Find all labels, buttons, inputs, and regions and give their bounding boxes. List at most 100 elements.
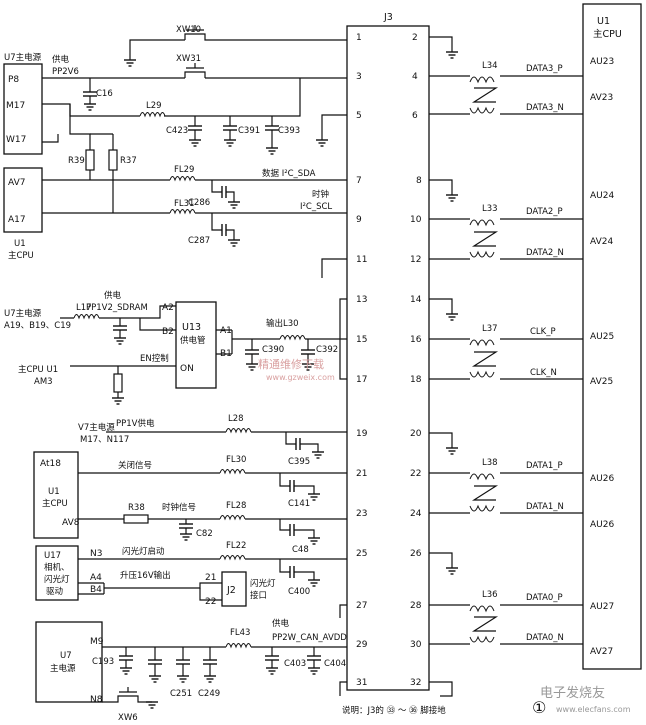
u17-line-3: 闪光灯: [44, 574, 70, 585]
inductor-l34: L34: [482, 61, 498, 71]
inductor-l38: L38: [482, 458, 498, 468]
u17-pin-a4: A4: [90, 573, 102, 583]
signal-i2c-scl: I²C_SCL: [300, 202, 332, 212]
u13-en-label: EN控制: [140, 353, 169, 364]
j3-pin-28: 28: [410, 601, 422, 611]
u13-pin-a1: A1: [220, 326, 232, 336]
cpu-pin-av23: AV23: [590, 93, 613, 103]
u13-cpu-line2: AM3: [34, 377, 53, 387]
signal-data0-p: DATA0_P: [526, 593, 563, 603]
j3-pin-24: 24: [410, 509, 422, 519]
u1-mid-title: U1: [48, 487, 60, 497]
u17-line-1: U17: [44, 551, 61, 561]
u13-cpu-line1: 主CPU U1: [18, 364, 58, 375]
j2-body: [221, 571, 247, 607]
diff-pair-labels: L34 DATA3_P DATA3_N L33 DATA2_P DATA2_N …: [482, 61, 564, 643]
label-fl43: FL43: [230, 628, 250, 638]
u13-pin-a2: A2: [162, 303, 174, 313]
label-c392: C392: [316, 345, 338, 355]
signal-flash-start: 闪光灯启动: [122, 546, 165, 557]
cpu-u1-right-subtitle: 主CPU: [593, 28, 622, 40]
label-xw10: XW10: [176, 25, 201, 35]
cpu-pin-au23: AU23: [590, 57, 614, 67]
u7-pin-w17: W17: [6, 135, 26, 145]
u7-pin-p8: P8: [8, 75, 19, 85]
j3-title: J3: [383, 12, 393, 23]
u13-wiring: [60, 298, 347, 405]
label-fl28: FL28: [226, 501, 246, 511]
watermark-url-2: www.elecfans.com: [556, 705, 631, 714]
j3-pin-26: 26: [410, 549, 422, 559]
j3-left-pins: 1 3 5 7 9 11 13 15 17 19 21 23 25 27 29 …: [356, 33, 368, 688]
j3-pin-8: 8: [416, 176, 422, 186]
u13-subtitle: 供电管: [180, 335, 206, 346]
u17-pin-b4: B4: [90, 585, 102, 595]
j3-pin-3: 3: [356, 72, 362, 82]
cpu-pin-au24: AU24: [590, 191, 614, 201]
label-l28: L28: [228, 414, 244, 424]
u13-supply-line1: 供电: [104, 290, 122, 301]
j3-pin-12: 12: [410, 255, 421, 265]
signal-i2c-sda: 数据 I²C_SDA: [262, 168, 316, 179]
u17-wiring: [78, 555, 347, 618]
supply-top-line1: 供电: [52, 54, 70, 65]
u17-body: [35, 545, 79, 601]
signal-clk-p: CLK_P: [530, 327, 556, 337]
label-l29: L29: [146, 101, 162, 111]
u7-top-title: U7主电源: [4, 52, 42, 63]
label-c286: C286: [188, 198, 210, 208]
j3-pin-1: 1: [356, 33, 362, 43]
label-c82: C82: [196, 529, 213, 539]
supply-top-line2: PP2V6: [52, 67, 79, 77]
u1-left-subtitle: 主CPU: [8, 250, 34, 261]
u17-pin-n3: N3: [90, 549, 102, 559]
u1-mid-wiring: [78, 469, 347, 545]
cpu-u1-right-body: [582, 3, 642, 670]
cpu-pin-au25: AU25: [590, 332, 614, 342]
label-c249: C249: [198, 689, 220, 699]
u13-title: U13: [182, 322, 201, 333]
j3-pin-9: 9: [356, 215, 362, 225]
j3-pin-22: 22: [410, 469, 421, 479]
cpu-pin-au26-b: AU26: [590, 520, 614, 530]
j3-connector-body: [346, 25, 430, 691]
label-xw6: XW6: [118, 713, 138, 723]
j3-pin-21: 21: [356, 469, 367, 479]
signal-data3-n: DATA3_N: [526, 103, 564, 113]
label-fl30: FL30: [226, 455, 246, 465]
signal-boost: 升压16V输出: [120, 570, 171, 581]
inductor-l33: L33: [482, 204, 498, 214]
circle-mark: ①: [532, 698, 546, 717]
j3-pin-30: 30: [410, 640, 422, 650]
signal-data1-n: DATA1_N: [526, 502, 564, 512]
label-c423: C423: [166, 126, 188, 136]
j2-pin-22: 22: [205, 597, 216, 607]
u7-top-body: [3, 63, 43, 155]
j3-pin-11: 11: [356, 255, 367, 265]
pp1v-line1: V7主电源: [78, 422, 115, 433]
signal-data3-p: DATA3_P: [526, 64, 563, 74]
u7-bottom-title: U7: [60, 651, 72, 661]
u13-body: [175, 301, 217, 389]
j3-pin-27: 27: [356, 601, 367, 611]
signal-data0-n: DATA0_N: [526, 633, 564, 643]
j3-pin-16: 16: [410, 335, 422, 345]
j3-pin-13: 13: [356, 295, 367, 305]
u1-left-title: U1: [14, 239, 26, 249]
label-c403: C403: [284, 659, 306, 669]
cpu-pin-av25: AV25: [590, 377, 613, 387]
label-c400: C400: [288, 587, 310, 597]
label-c391: C391: [238, 126, 260, 136]
u7-bottom-pin-m9: M9: [90, 637, 104, 647]
label-r39: R39: [68, 156, 85, 166]
signal-off: 关闭信号: [118, 460, 152, 471]
j3-pin-10: 10: [410, 215, 422, 225]
j3-pin-20: 20: [410, 429, 422, 439]
cpu-u1-right-title: U1: [597, 16, 610, 27]
u7-bottom-pin-n8: N8: [90, 695, 103, 705]
u13-supply-line2: PP1V2_SDRAM: [86, 303, 148, 313]
label-fl22: FL22: [226, 541, 246, 551]
signal-clock-label: 时钟: [312, 189, 329, 200]
cpu-pin-au27: AU27: [590, 602, 614, 612]
